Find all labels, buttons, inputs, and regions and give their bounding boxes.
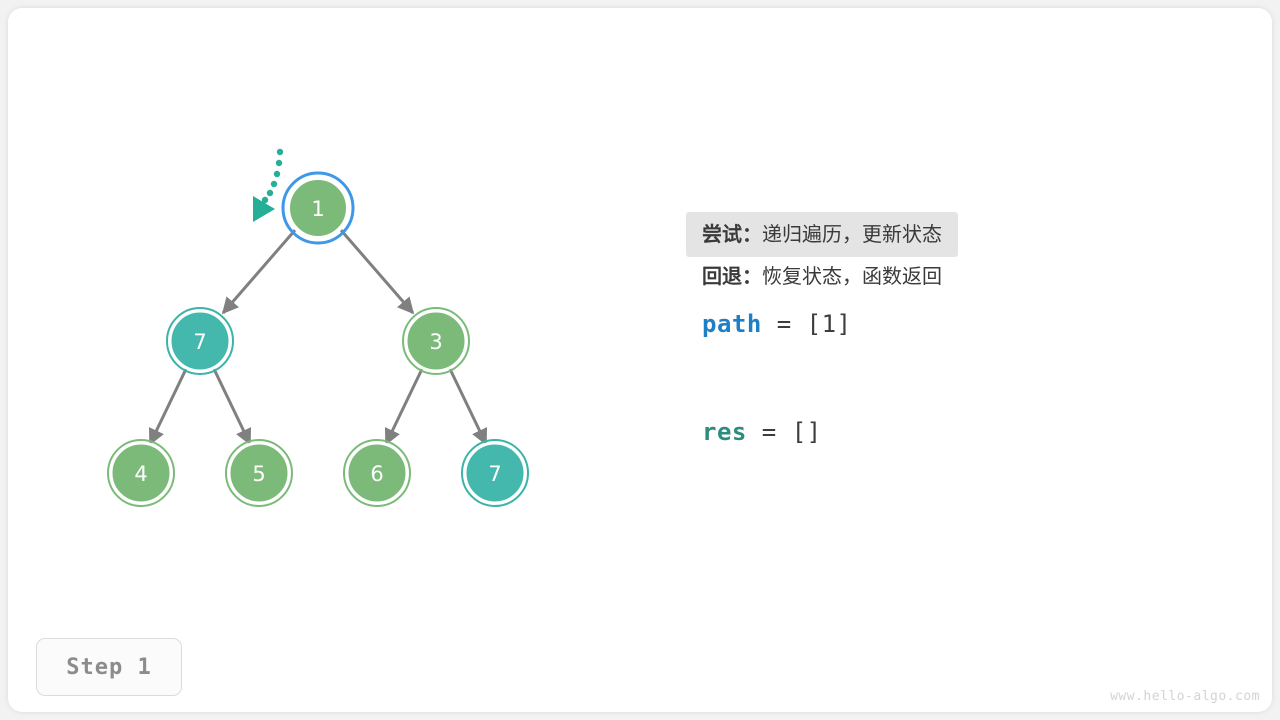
try-row: 尝试：递归遍历，更新状态	[686, 212, 958, 257]
try-row-wrapper: 尝试：递归遍历，更新状态	[686, 212, 1226, 257]
tree-node-1-label: 1	[311, 197, 324, 221]
pointer-arrowhead-icon	[253, 196, 275, 222]
state-panel: 尝试：递归遍历，更新状态 回退：恢复状态，函数返回 path = [1] res…	[686, 212, 1226, 446]
tree-node-1[interactable]: 1	[281, 171, 355, 245]
tree-node-4-label: 4	[134, 462, 147, 486]
recursion-pointer	[253, 148, 284, 222]
tree-node-7-left[interactable]: 7	[166, 307, 234, 375]
tree-nodes: 1 7 3 4	[107, 171, 529, 507]
path-variable-name: path	[702, 310, 762, 338]
tree-node-5[interactable]: 5	[225, 439, 293, 507]
tree-node-3-label: 3	[429, 330, 442, 354]
tree-edges	[148, 228, 488, 446]
tree-node-7-right-label: 7	[488, 462, 501, 486]
edge-7-5	[212, 368, 252, 446]
try-label: 尝试：	[702, 222, 762, 246]
tree-node-4[interactable]: 4	[107, 439, 175, 507]
tree-node-6[interactable]: 6	[343, 439, 411, 507]
res-variable-name: res	[702, 418, 747, 446]
res-state-row: res = []	[686, 418, 1226, 446]
path-variable-value: = [1]	[761, 310, 852, 338]
pointer-dotted-curve	[261, 148, 284, 204]
try-text: 递归遍历，更新状态	[762, 222, 942, 246]
edge-1-7	[221, 228, 298, 315]
back-label: 回退：	[702, 264, 762, 288]
edge-1-3	[338, 228, 415, 315]
res-variable-value: = []	[746, 418, 822, 446]
step-badge: Step 1	[36, 638, 182, 696]
step-label: Step 1	[66, 654, 152, 680]
edge-7-4	[148, 368, 188, 446]
back-row-wrapper: 回退：恢复状态，函数返回	[686, 257, 1226, 296]
tree-node-3[interactable]: 3	[402, 307, 470, 375]
tree-node-7-left-label: 7	[193, 330, 206, 354]
edge-3-7	[448, 368, 488, 446]
back-text: 恢复状态，函数返回	[762, 264, 942, 288]
edge-3-6	[384, 368, 424, 446]
watermark: www.hello-algo.com	[1110, 689, 1260, 704]
tree-node-6-label: 6	[370, 462, 383, 486]
tree-node-5-label: 5	[252, 462, 265, 486]
path-state-row: path = [1]	[686, 310, 1226, 338]
back-row: 回退：恢复状态，函数返回	[686, 257, 958, 296]
tree-node-7-right[interactable]: 7	[461, 439, 529, 507]
